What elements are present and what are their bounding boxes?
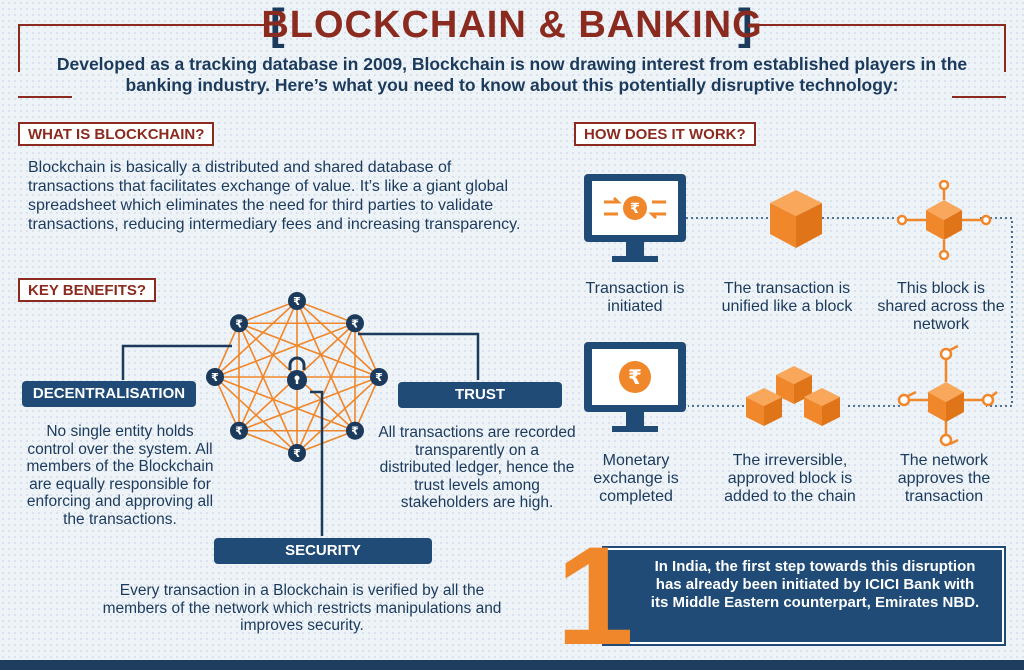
network-edge bbox=[296, 300, 356, 325]
trust-text: All transactions are recorded transparen… bbox=[378, 424, 576, 511]
step-unified-block: The transaction is unified like a block bbox=[721, 280, 853, 315]
network-edge bbox=[238, 322, 380, 378]
step-block-added: The irreversible, approved block is adde… bbox=[724, 452, 856, 505]
svg-text:₹: ₹ bbox=[293, 295, 301, 308]
what-is-blockchain-text: Blockchain is basically a distributed an… bbox=[28, 159, 521, 233]
footer-bar bbox=[0, 660, 1024, 670]
svg-text:₹: ₹ bbox=[235, 317, 243, 330]
network-edge bbox=[354, 376, 380, 432]
page-subtitle: Developed as a tracking database in 2009… bbox=[56, 54, 968, 95]
svg-text:₹: ₹ bbox=[211, 371, 219, 384]
subtitle-line-right bbox=[952, 96, 1006, 98]
network-edge bbox=[296, 429, 356, 454]
monitor-exchange-icon: ₹ bbox=[584, 174, 686, 262]
how-does-it-work-heading: HOW DOES IT WORK? bbox=[574, 122, 756, 146]
india-info-text: In India, the first step towards this di… bbox=[650, 558, 980, 611]
step-block-shared: This block is shared across the network bbox=[877, 280, 1005, 333]
decentralisation-text: No single entity holds control over the … bbox=[26, 423, 214, 528]
rupee-node-icon: ₹ bbox=[288, 292, 306, 310]
title-frame-left bbox=[18, 24, 20, 72]
svg-text:₹: ₹ bbox=[293, 447, 301, 460]
what-is-blockchain-heading: WHAT IS BLOCKCHAIN? bbox=[18, 122, 215, 146]
cube-icon bbox=[770, 190, 822, 248]
network-edge bbox=[214, 376, 240, 432]
network-nodes: ₹ ₹ ₹ ₹ ₹ ₹ ₹ ₹ bbox=[206, 292, 388, 462]
network-edge bbox=[238, 300, 298, 325]
decentralisation-label: DECENTRALISATION bbox=[22, 381, 196, 407]
security-text: Every transaction in a Blockchain is ver… bbox=[102, 582, 502, 634]
network-icon bbox=[896, 180, 992, 260]
cubes-icon bbox=[746, 366, 840, 426]
svg-text:₹: ₹ bbox=[630, 201, 640, 217]
india-info-box: In India, the first step towards this di… bbox=[602, 546, 1006, 646]
title-line-right bbox=[756, 24, 1006, 26]
network-graph: ₹ ₹ ₹ ₹ ₹ ₹ ₹ ₹ bbox=[206, 292, 388, 462]
network-edge bbox=[238, 322, 298, 454]
rupee-node-icon: ₹ bbox=[206, 368, 224, 386]
rupee-node-icon: ₹ bbox=[370, 368, 388, 386]
title-line-left bbox=[18, 24, 268, 26]
title-bracket-left: [ bbox=[270, 0, 285, 49]
title-bracket-right: ] bbox=[738, 0, 753, 49]
svg-text:₹: ₹ bbox=[351, 317, 359, 330]
page-title: BLOCKCHAIN & BANKING bbox=[261, 4, 763, 46]
step-network-approves: The network approves the transaction bbox=[897, 452, 991, 505]
trust-label: TRUST bbox=[398, 382, 562, 408]
step-exchange-completed: Monetary exchange is completed bbox=[593, 452, 679, 505]
monitor-rupee-icon: ₹ bbox=[584, 342, 686, 432]
security-label: SECURITY bbox=[214, 538, 432, 564]
title-frame-right bbox=[1004, 24, 1006, 72]
network-edge bbox=[214, 376, 298, 454]
rupee-node-icon: ₹ bbox=[230, 314, 249, 333]
rupee-node-icon: ₹ bbox=[345, 421, 364, 440]
rupee-node-icon: ₹ bbox=[288, 444, 306, 462]
key-benefits-heading: KEY BENEFITS? bbox=[18, 278, 157, 302]
subtitle-line-left bbox=[18, 96, 72, 98]
network-edge bbox=[354, 322, 380, 378]
svg-text:₹: ₹ bbox=[235, 425, 243, 438]
svg-text:₹: ₹ bbox=[628, 365, 642, 389]
svg-text:₹: ₹ bbox=[351, 425, 359, 438]
lock-icon bbox=[287, 356, 307, 390]
step-transaction-initiated: Transaction is initiated bbox=[585, 280, 685, 315]
network-edge bbox=[214, 322, 240, 378]
rupee-node-icon: ₹ bbox=[230, 421, 249, 440]
number-one-graphic: 1 bbox=[556, 517, 634, 670]
network-edge bbox=[238, 429, 298, 454]
rupee-node-icon: ₹ bbox=[345, 314, 364, 333]
svg-text:₹: ₹ bbox=[375, 371, 383, 384]
network-approved-icon bbox=[897, 344, 998, 447]
